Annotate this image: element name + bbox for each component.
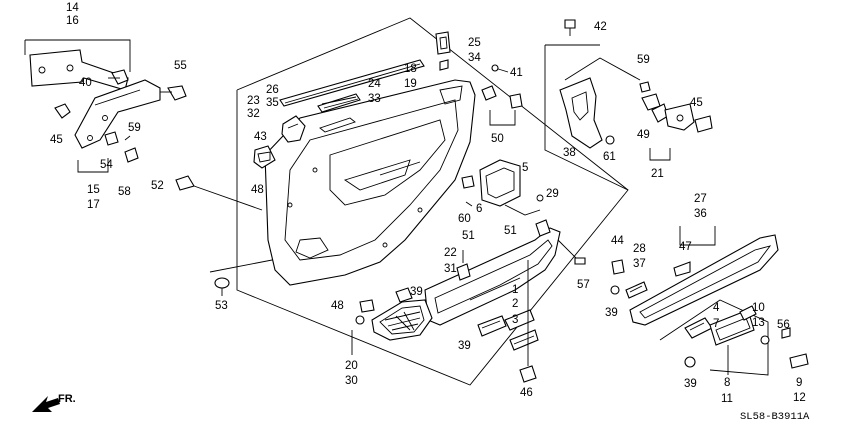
label-2: 2 bbox=[512, 298, 518, 310]
label-47: 47 bbox=[679, 241, 692, 253]
label-45a: 45 bbox=[50, 134, 63, 146]
label-46: 46 bbox=[520, 387, 533, 399]
label-51b: 51 bbox=[504, 225, 517, 237]
label-13: 13 bbox=[752, 317, 765, 329]
lower-hinge-bracket bbox=[54, 79, 187, 173]
label-22: 22 bbox=[444, 247, 457, 259]
label-43: 43 bbox=[254, 131, 267, 143]
label-49: 49 bbox=[637, 129, 650, 141]
label-40: 40 bbox=[79, 77, 92, 89]
label-5: 5 bbox=[522, 162, 528, 174]
label-31: 31 bbox=[444, 263, 457, 275]
clip-52 bbox=[175, 175, 263, 211]
label-1: 1 bbox=[512, 284, 518, 296]
window-molding bbox=[317, 93, 361, 113]
front-direction-arrow bbox=[32, 396, 60, 412]
label-39d: 39 bbox=[684, 378, 697, 390]
inner-handle-bracket bbox=[253, 115, 306, 169]
label-48b: 48 bbox=[331, 300, 344, 312]
label-33: 33 bbox=[368, 93, 381, 105]
diagram-code: SL58-B3911A bbox=[740, 411, 810, 423]
label-48a: 48 bbox=[251, 184, 264, 196]
label-11: 11 bbox=[721, 393, 733, 405]
label-30: 30 bbox=[345, 375, 358, 387]
label-36: 36 bbox=[694, 208, 707, 220]
label-54: 54 bbox=[100, 159, 113, 171]
label-18: 18 bbox=[404, 63, 417, 75]
label-12: 12 bbox=[793, 392, 806, 404]
speaker-grille bbox=[355, 287, 433, 341]
switch-panel-2 bbox=[477, 309, 539, 351]
label-17: 17 bbox=[87, 199, 100, 211]
label-24: 24 bbox=[368, 78, 381, 90]
switch-bezel-25 bbox=[435, 31, 451, 71]
label-20: 20 bbox=[345, 360, 358, 372]
part-number-labels: 14 16 55 40 45 59 54 58 15 17 52 48 53 2… bbox=[50, 2, 806, 405]
upper-hinge-bracket bbox=[24, 39, 131, 91]
clip-50-group bbox=[481, 85, 523, 126]
mirror-bracket-38 bbox=[559, 57, 641, 149]
label-51a: 51 bbox=[462, 230, 475, 242]
label-9: 9 bbox=[796, 377, 802, 389]
label-59a: 59 bbox=[128, 122, 141, 134]
label-60: 60 bbox=[458, 213, 471, 225]
label-7: 7 bbox=[713, 318, 719, 330]
label-19: 19 bbox=[404, 78, 417, 90]
clip-53 bbox=[209, 259, 291, 296]
label-32: 32 bbox=[247, 108, 260, 120]
label-26: 26 bbox=[266, 84, 279, 96]
label-6: 6 bbox=[476, 203, 482, 215]
armrest-pocket bbox=[424, 219, 561, 326]
door-weatherstrip bbox=[279, 59, 425, 107]
label-38: 38 bbox=[563, 147, 576, 159]
label-15: 15 bbox=[87, 184, 100, 196]
assembly-outline bbox=[236, 17, 629, 386]
switch-assembly-right bbox=[659, 299, 809, 376]
label-52: 52 bbox=[151, 180, 164, 192]
clip-46 bbox=[519, 260, 537, 383]
label-39a: 39 bbox=[410, 286, 423, 298]
label-41: 41 bbox=[510, 67, 523, 79]
front-direction-label: FR. bbox=[58, 393, 76, 405]
label-45b: 45 bbox=[690, 97, 703, 109]
label-37: 37 bbox=[633, 258, 646, 270]
label-58: 58 bbox=[118, 186, 131, 198]
label-42: 42 bbox=[594, 21, 607, 33]
label-4: 4 bbox=[713, 302, 720, 314]
label-10: 10 bbox=[752, 302, 765, 314]
door-pocket-trim bbox=[629, 226, 779, 326]
label-34: 34 bbox=[468, 52, 481, 64]
label-23: 23 bbox=[247, 95, 260, 107]
clip-group-21 bbox=[639, 81, 713, 161]
label-50: 50 bbox=[491, 133, 504, 145]
label-25: 25 bbox=[468, 37, 481, 49]
label-14: 14 bbox=[66, 2, 79, 14]
label-21: 21 bbox=[651, 168, 664, 180]
label-3: 3 bbox=[512, 314, 518, 326]
label-39c: 39 bbox=[605, 307, 618, 319]
label-8: 8 bbox=[724, 377, 730, 389]
label-57: 57 bbox=[577, 279, 590, 291]
label-44: 44 bbox=[611, 235, 624, 247]
label-53: 53 bbox=[215, 300, 228, 312]
label-39b: 39 bbox=[458, 340, 471, 352]
label-35: 35 bbox=[266, 97, 279, 109]
label-29: 29 bbox=[546, 188, 559, 200]
label-16: 16 bbox=[66, 15, 79, 27]
small-clips-center bbox=[456, 239, 586, 281]
door-lining-panel bbox=[264, 79, 476, 286]
label-28: 28 bbox=[633, 243, 646, 255]
label-27: 27 bbox=[694, 193, 707, 205]
power-window-switch bbox=[461, 159, 544, 216]
clips-right-lower bbox=[610, 259, 648, 299]
label-55: 55 bbox=[174, 60, 187, 72]
screw-41 bbox=[491, 64, 509, 73]
label-56: 56 bbox=[777, 319, 790, 331]
label-59b: 59 bbox=[637, 54, 650, 66]
screw-42 bbox=[564, 19, 576, 36]
label-61: 61 bbox=[603, 151, 616, 163]
